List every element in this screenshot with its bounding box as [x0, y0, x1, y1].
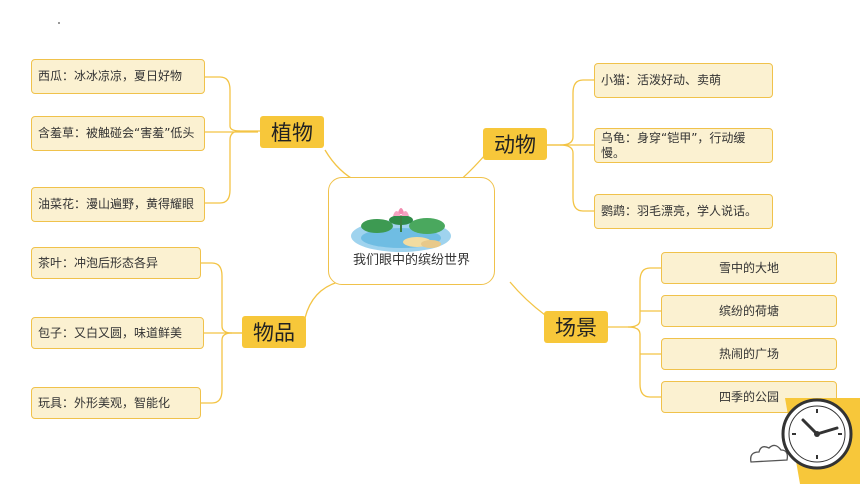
leaf-plants-mimosa[interactable]: 含羞草：被触碰会“害羞”低头	[31, 116, 205, 151]
leaf-scenes-pond[interactable]: 缤纷的荷塘	[661, 295, 837, 327]
leaf-plants-watermelon[interactable]: 西瓜：冰冰凉凉，夏日好物	[31, 59, 205, 94]
lotus-pond-illustration-icon	[349, 196, 453, 258]
leaf-animals-cat[interactable]: 小猫：活泼好动、卖萌	[594, 63, 773, 98]
branch-plants[interactable]: 植物	[260, 116, 324, 148]
leaf-objects-tea[interactable]: 茶叶：冲泡后形态各异	[31, 247, 201, 279]
leaf-animals-turtle[interactable]: 乌龟：身穿“铠甲”，行动缓慢。	[594, 128, 773, 163]
central-topic-title: 我们眼中的缤纷世界	[352, 253, 470, 268]
leaf-scenes-snow[interactable]: 雪中的大地	[661, 252, 837, 284]
leaf-objects-toy[interactable]: 玩具：外形美观，智能化	[31, 387, 201, 419]
leaf-scenes-park[interactable]: 四季的公园	[661, 381, 837, 413]
leaf-plants-rapeseed[interactable]: 油菜花：漫山遍野，黄得耀眼	[31, 187, 205, 222]
branch-scenes[interactable]: 场景	[544, 311, 608, 343]
central-topic[interactable]: 我们眼中的缤纷世界	[328, 177, 495, 285]
clock-icon	[745, 392, 860, 488]
leaf-objects-bun[interactable]: 包子：又白又圆，味道鲜美	[31, 317, 204, 349]
branch-animals[interactable]: 动物	[483, 128, 547, 160]
branch-objects[interactable]: 物品	[242, 316, 306, 348]
leaf-scenes-square[interactable]: 热闹的广场	[661, 338, 837, 370]
decorative-dot	[58, 22, 60, 24]
leaf-animals-parrot[interactable]: 鹦鹉：羽毛漂亮，学人说话。	[594, 194, 773, 229]
